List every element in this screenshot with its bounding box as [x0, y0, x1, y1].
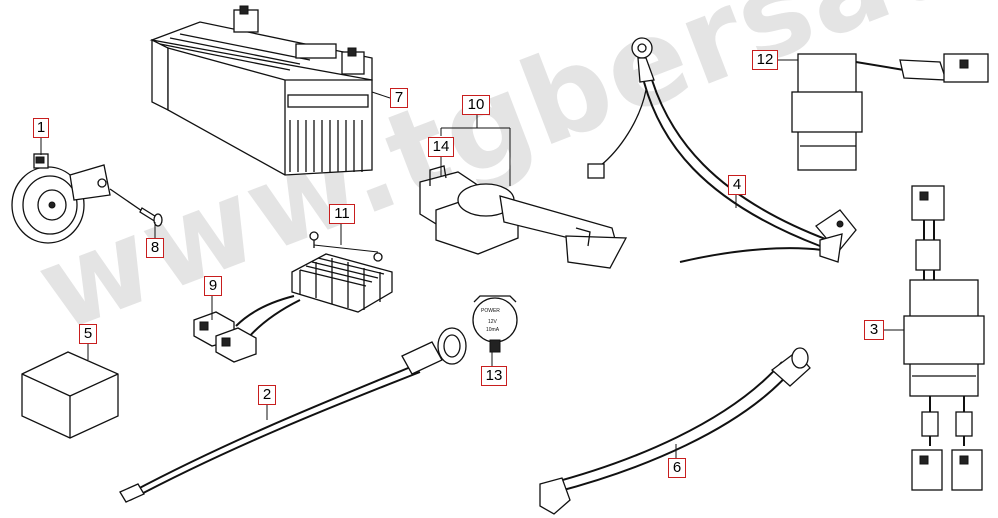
callout-9: 9 — [204, 276, 222, 296]
lamp-text-power: POWER — [481, 308, 500, 314]
callout-13: 13 — [481, 366, 507, 386]
callout-6: 6 — [668, 458, 686, 478]
callout-10: 10 — [462, 95, 490, 115]
pilot-lamp-part: POWER 12V 10mA — [472, 295, 518, 353]
ground-cable-part — [119, 327, 467, 503]
callout-8: 8 — [146, 238, 164, 258]
flasher-relay-part — [791, 53, 989, 171]
battery-cable-part — [587, 37, 857, 263]
bolt-part — [109, 188, 163, 227]
horn-part — [11, 153, 111, 244]
callout-7: 7 — [390, 88, 408, 108]
callout-3: 3 — [864, 320, 884, 340]
regulator-part — [291, 231, 393, 313]
cdi-box-part — [21, 351, 119, 439]
callout-1: 1 — [33, 118, 49, 138]
starter-relay-part — [419, 165, 628, 269]
leader-lines — [40, 59, 904, 458]
lamp-text-volt: 12V — [488, 319, 498, 325]
ignition-coil-part — [903, 185, 985, 491]
callout-5: 5 — [79, 324, 97, 344]
callout-4: 4 — [728, 175, 746, 195]
callout-11: 11 — [329, 204, 355, 224]
callout-14: 14 — [428, 137, 454, 157]
regulator-connector-part — [193, 295, 301, 363]
battery-part — [149, 5, 373, 176]
callout-12: 12 — [752, 50, 778, 70]
callout-2: 2 — [258, 385, 276, 405]
lamp-text-current: 10mA — [486, 327, 500, 333]
battery-cable-6-part — [539, 347, 811, 515]
